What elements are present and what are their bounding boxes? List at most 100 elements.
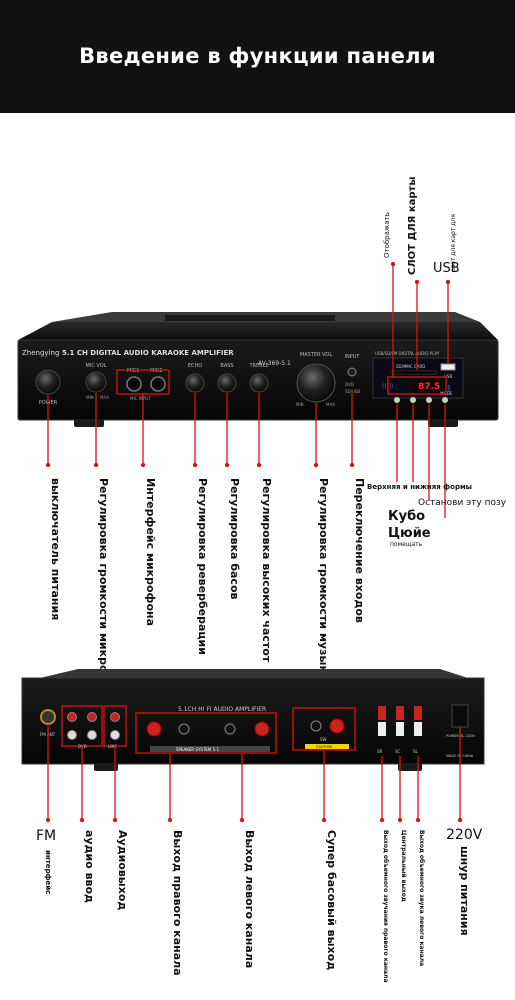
- callout-220v: 220V: [446, 827, 483, 843]
- vent-slots: [165, 315, 335, 321]
- power-inlet[interactable]: [451, 704, 469, 728]
- clip-sr-white[interactable]: [378, 722, 386, 736]
- page-title: Введение в функции панели: [79, 44, 436, 68]
- speaker-terminals-highlight: [135, 712, 277, 754]
- sub-neg[interactable]: [310, 720, 322, 732]
- rca-in-3[interactable]: [67, 730, 77, 740]
- callout-tsyuye: Цюйе: [388, 526, 431, 541]
- callout-bass: Регулировка басов: [228, 478, 241, 599]
- rear-foot-left: [94, 763, 118, 771]
- echo-label: ECHO: [188, 363, 202, 369]
- led-display: [412, 379, 442, 391]
- sr-label: SR: [377, 749, 383, 754]
- callout-up-down: Верхняя и нижняя формы: [367, 483, 472, 491]
- front-foot-left: [74, 419, 104, 427]
- clip-sr-red[interactable]: [378, 706, 386, 720]
- callout-subwoofer: Супер басовый выход: [325, 830, 338, 970]
- callout-usb-small: слот для карт для: [450, 214, 457, 272]
- rca-out-2[interactable]: [110, 730, 120, 740]
- master-vol-min: MIN: [296, 402, 304, 407]
- power-ac-label: POWER AC 220V: [446, 734, 476, 738]
- mode-button[interactable]: [442, 397, 448, 403]
- power-knob[interactable]: [35, 369, 61, 395]
- front-panel: Zhengying 5.1 CH DIGITAL AUDIO KARAOKE A…: [17, 312, 499, 427]
- usb-port[interactable]: [440, 363, 456, 371]
- speaker-left-neg[interactable]: [224, 723, 236, 735]
- echo-knob[interactable]: [185, 373, 205, 393]
- callout-usb-big: USB: [433, 261, 460, 276]
- usb-port-label: USB: [444, 374, 452, 379]
- sw-label: SW: [320, 737, 327, 742]
- front-chassis-edge: [18, 322, 498, 340]
- mic1-jack-hole: [131, 381, 137, 387]
- callout-audio-out: Аудиовыход: [116, 830, 129, 910]
- rear-callout-lines: [45, 724, 463, 823]
- display-module-title: USB/SD/FM DIGITAL AUDIO PLAY: [375, 351, 440, 356]
- callout-fm: FM: [36, 828, 56, 844]
- mic-input-label: MIC INPUT: [130, 396, 151, 401]
- rear-callout-texts: аудио ввод Аудиовыход Выход правого кана…: [83, 830, 338, 976]
- clip-sc-white[interactable]: [396, 722, 404, 736]
- speaker-left-pos[interactable]: [254, 721, 270, 737]
- callout-echo: Регулировка реверберации: [196, 478, 209, 655]
- mic2-label: MIC2: [150, 368, 162, 374]
- front-callout-texts: выключатель питания Регулировка громкост…: [49, 478, 366, 706]
- mic-vol-min: MIN: [86, 395, 94, 400]
- speaker-right-pos[interactable]: [146, 721, 162, 737]
- callout-music-volume: Регулировка громкости музыки: [317, 478, 330, 681]
- speaker-right-neg[interactable]: [178, 723, 190, 735]
- clip-sl-red[interactable]: [414, 706, 422, 720]
- sd-card-label: SD/MMC CARD: [396, 364, 425, 369]
- treble-knob[interactable]: [249, 373, 269, 393]
- callout-display: Отображать: [383, 212, 391, 258]
- play-pause-button[interactable]: [410, 397, 416, 403]
- next-button[interactable]: [426, 397, 432, 403]
- input-mode-dvd: DVD: [345, 382, 354, 387]
- callout-center: Центральный выход: [400, 830, 407, 902]
- rca-in-2[interactable]: [87, 712, 97, 722]
- callout-audio-in: аудио ввод: [83, 830, 96, 903]
- callout-place: помещать: [390, 541, 423, 548]
- bluetooth-icon: ᛒ: [447, 384, 452, 393]
- rear-title: 5.1CH HI FI AUDIO AMPLIFIER: [178, 706, 266, 713]
- sub-pos[interactable]: [329, 718, 345, 734]
- speaker-system-label: SPEAKER SYSTEM 5.1: [176, 747, 219, 752]
- callout-cube: Кубо: [388, 509, 425, 524]
- input-button[interactable]: [347, 367, 357, 377]
- callout-fm-interface: интерфейс: [44, 850, 52, 894]
- master-vol-knob[interactable]: [296, 363, 336, 403]
- brand-label: Zhengying: [22, 349, 59, 357]
- line-label: LINE: [108, 744, 117, 749]
- front-foot-right: [428, 419, 458, 427]
- model-number: AV-369-5.1: [258, 360, 291, 367]
- caution-label: CAUTION: [316, 745, 332, 749]
- input-mode-sd-usb: SD/USB: [345, 389, 360, 394]
- callout-input-switch: Переключение входов: [353, 478, 366, 623]
- callout-stop: Останови эту позу: [418, 498, 507, 508]
- speaker-label-strip: [150, 746, 270, 752]
- clip-sl-white[interactable]: [414, 722, 422, 736]
- rca-in-4[interactable]: [87, 730, 97, 740]
- bass-knob[interactable]: [217, 373, 237, 393]
- rear-foot-right: [398, 763, 422, 771]
- rca-out-1[interactable]: [110, 712, 120, 722]
- prev-button[interactable]: [394, 397, 400, 403]
- bass-label: BASS: [220, 363, 233, 369]
- master-vol-label: MASTER VOL: [300, 352, 332, 358]
- sd-card-slot[interactable]: [391, 370, 437, 375]
- front-callout-lines: [45, 261, 451, 518]
- caution-strip: [305, 744, 349, 749]
- fm-antenna-jack[interactable]: [40, 709, 56, 725]
- clip-sc-red[interactable]: [396, 706, 404, 720]
- mic-vol-knob[interactable]: [85, 371, 107, 393]
- callout-power-switch: выключатель питания: [49, 478, 62, 620]
- display-highlight: [387, 376, 447, 395]
- mic-vol-label: MIC VOL: [86, 363, 107, 369]
- master-vol-max: MAX: [326, 402, 335, 407]
- input-label: INPUT: [345, 354, 361, 360]
- callout-mic-interface: Интерфейс микрофона: [144, 478, 157, 626]
- mic2-jack-hole: [155, 381, 161, 387]
- rca-in-1[interactable]: [67, 712, 77, 722]
- sc-label: SC: [395, 749, 401, 754]
